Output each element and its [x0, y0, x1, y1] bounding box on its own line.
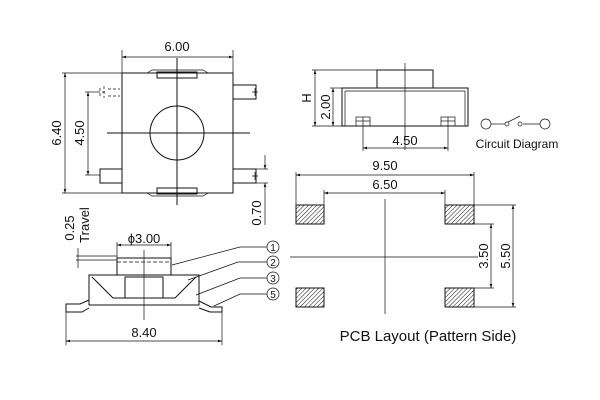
dim-button-diameter: ϕ3.00: [128, 231, 161, 246]
dim-width: 6.00: [164, 39, 189, 54]
dim-body-height: 2.00: [318, 94, 333, 119]
pcb-layout-label: PCB Layout (Pattern Side): [340, 328, 517, 345]
callout-1: 1: [266, 240, 280, 254]
pad: [444, 204, 475, 225]
pcb-layout: 9.50 6.50 3.50 5.50 PCB Layout (Pattern …: [290, 158, 516, 345]
dim-length: 8.40: [131, 325, 156, 340]
travel-label: Travel: [77, 207, 92, 243]
dim-inner-height: 3.50: [476, 243, 491, 268]
pad: [444, 287, 475, 308]
svg-text:2: 2: [270, 258, 276, 269]
svg-text:5: 5: [270, 290, 276, 301]
dim-front-pin-pitch: 4.50: [392, 133, 417, 148]
dim-pin-pitch: 4.50: [72, 120, 87, 145]
dim-inner-width: 6.50: [372, 177, 397, 192]
front-view: H 2.00 4.50: [299, 63, 469, 151]
svg-text:1: 1: [270, 243, 276, 254]
dim-pin-width: 0.70: [249, 200, 264, 225]
circuit-label: Circuit Diagram: [476, 137, 559, 151]
callout-2: 2: [266, 255, 280, 269]
dim-outer-height: 5.50: [498, 243, 513, 268]
dim-height: 6.40: [49, 120, 64, 145]
dim-outer-width: 9.50: [372, 158, 397, 173]
dim-travel-value: 0.25: [62, 215, 77, 240]
circuit-diagram: Circuit Diagram: [476, 115, 559, 151]
side-view: ϕ3.00 0.25 Travel 8.40 1 2 3 5: [62, 207, 280, 345]
pad: [295, 204, 325, 225]
svg-text:3: 3: [270, 274, 276, 285]
dim-h: H: [299, 93, 314, 102]
top-view: 6.00 6.40 4.50 0.70: [49, 39, 268, 226]
callout-3: 3: [266, 271, 280, 285]
callout-5: 5: [266, 287, 280, 301]
pad: [295, 287, 325, 308]
